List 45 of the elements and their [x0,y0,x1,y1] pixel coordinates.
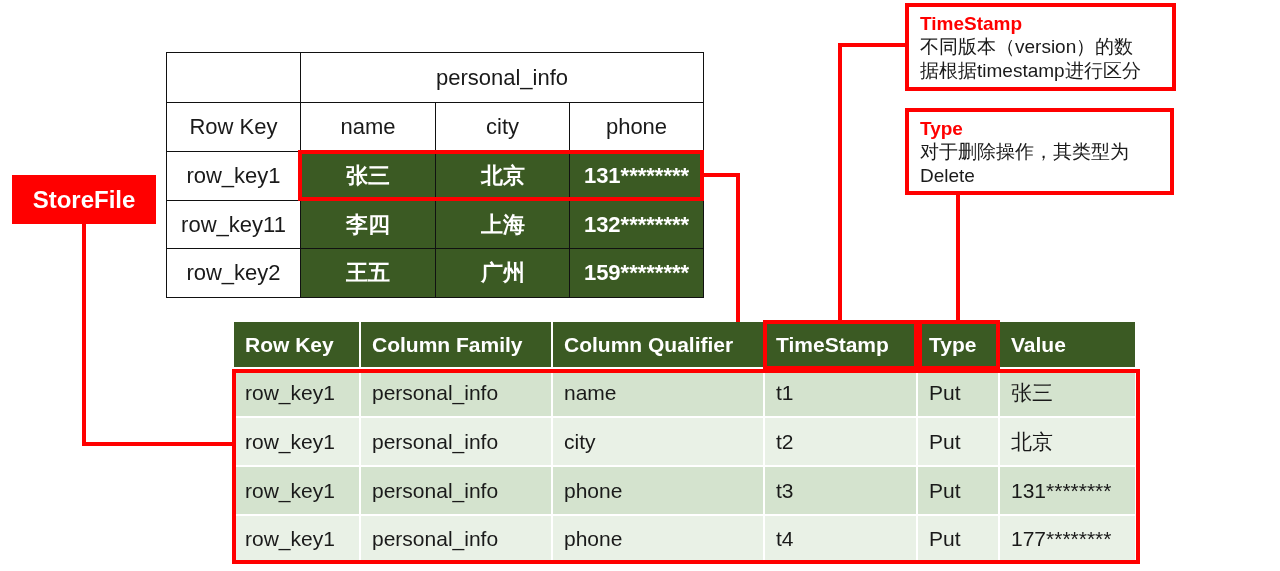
table-cell: 177******** [1000,516,1135,561]
highlight-frame [298,150,704,201]
data-cell: 159******** [569,248,704,298]
highlight-frame [232,369,1140,564]
leader-line [838,43,905,320]
table-cell: t3 [765,467,916,514]
data-cell: 王五 [300,248,436,298]
callout-title: TimeStamp [920,12,1024,35]
table-cell: phone [553,516,763,561]
column-header: Value [1000,322,1135,367]
row-key-cell: row_key2 [166,248,301,298]
column-family-header: personal_info [300,52,704,103]
data-table [166,52,703,297]
callout-tag: StoreFile [12,175,156,224]
leader-line [82,224,232,446]
column-header: Column Family [361,322,551,367]
table-cell: Put [918,467,998,514]
callout-title: Type [920,117,964,140]
table-cell: t4 [765,516,916,561]
data-cell: 132******** [569,200,704,249]
table-cell: city [553,418,763,465]
table-cell: row_key1 [234,516,359,561]
leader-line [956,195,960,320]
callout-box [905,3,1176,91]
table-cell: personal_info [361,418,551,465]
leader-line [704,173,740,322]
data-table [234,322,1137,563]
column-header: Column Qualifier [553,322,763,367]
table-cell: row_key1 [234,467,359,514]
callout-text: 不同版本（version）的数据根据timestamp进行区分 [920,35,1142,83]
table-cell: personal_info [361,467,551,514]
table-cell: phone [553,467,763,514]
table-cell: row_key1 [234,418,359,465]
data-cell: 上海 [435,200,570,249]
data-cell: 李四 [300,200,436,249]
table-cell: 131******** [1000,467,1135,514]
table-cell: t2 [765,418,916,465]
table-cell: Put [918,516,998,561]
callout-text: 对于删除操作，其类型为Delete [920,140,1130,188]
column-header: Row Key [234,322,359,367]
table-cell: Put [918,418,998,465]
table-cell: 北京 [1000,418,1135,465]
table-cell: personal_info [361,516,551,561]
data-cell: 广州 [435,248,570,298]
callout-box [905,108,1174,195]
